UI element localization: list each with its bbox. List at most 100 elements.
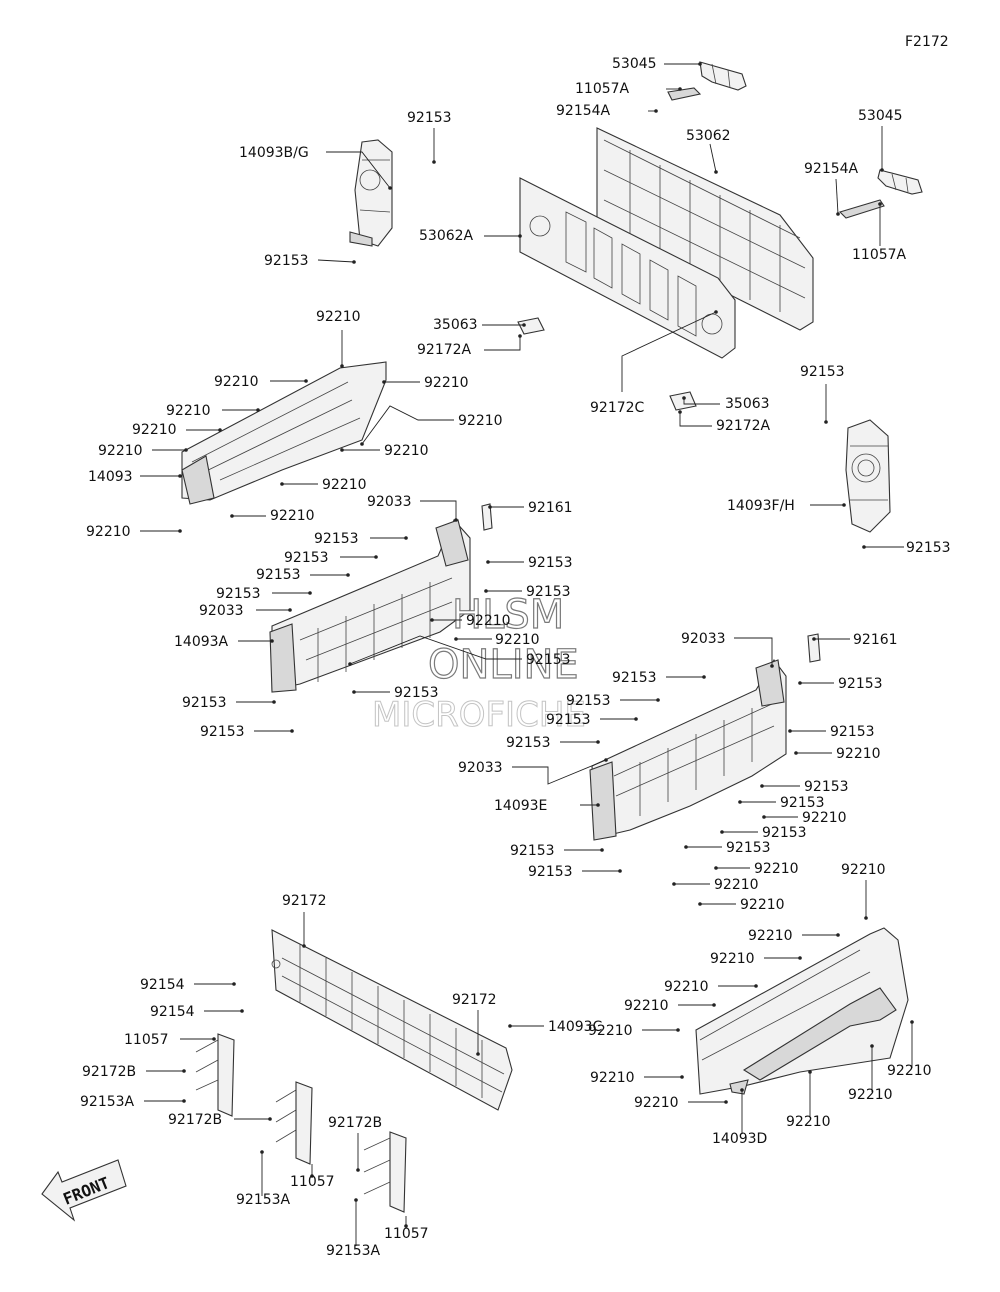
callout-14093[interactable]: 14093 [88, 469, 182, 485]
callout-92210[interactable]: 92210 [841, 862, 886, 920]
part-14093FH-cover[interactable] [845, 419, 891, 533]
callout-92153[interactable]: 92153 [484, 584, 571, 600]
callout-92153[interactable]: 92153 [264, 253, 356, 269]
callout-92210[interactable]: 92210 [714, 861, 799, 877]
callout-92210[interactable]: 92210 [132, 422, 222, 438]
part-53045-top[interactable] [667, 61, 747, 101]
callout-92153[interactable]: 92153 [486, 555, 573, 571]
callout-11057[interactable]: 11057 [384, 1216, 429, 1242]
callout-92210[interactable]: 92210 [98, 443, 188, 459]
callout-92153[interactable]: 92153 [760, 779, 849, 795]
callout-92153[interactable]: 92153 [284, 550, 378, 566]
callout-92153[interactable]: 92153 [798, 676, 883, 692]
callout-92153a[interactable]: 92153A [326, 1198, 381, 1259]
part-11057-guard-2[interactable] [275, 1081, 313, 1165]
callout-92210[interactable]: 92210 [454, 632, 540, 648]
callout-92172a[interactable]: 92172A [678, 410, 771, 434]
callout-92154a[interactable]: 92154A [556, 103, 658, 119]
callout-92172b[interactable]: 92172B [82, 1064, 186, 1080]
callout-92153[interactable]: 92153 [352, 685, 439, 701]
callout-92210[interactable]: 92210 [280, 477, 367, 493]
callout-92210[interactable]: 92210 [588, 1023, 680, 1039]
callout-92153[interactable]: 92153 [800, 364, 845, 424]
callout-35063[interactable]: 35063 [682, 396, 770, 412]
callout-11057a[interactable]: 11057A [575, 81, 682, 97]
callout-92210[interactable]: 92210 [887, 1020, 932, 1079]
callout-92153[interactable]: 92153 [612, 670, 706, 686]
callout-92172[interactable]: 92172 [452, 992, 497, 1056]
callout-92153[interactable]: 92153 [788, 724, 875, 740]
callout-92210[interactable]: 92210 [166, 403, 260, 419]
callout-92153[interactable]: 92153 [510, 843, 604, 859]
callout-92172[interactable]: 92172 [282, 893, 327, 948]
callout-92153[interactable]: 92153 [200, 724, 294, 740]
part-14093A-bed-side[interactable] [269, 518, 471, 693]
callout-92172a[interactable]: 92172A [417, 334, 522, 358]
callout-92210[interactable]: 92210 [214, 374, 308, 390]
callout-53062[interactable]: 53062 [686, 128, 731, 174]
callout-92172b[interactable]: 92172B [168, 1112, 272, 1128]
callout-92153[interactable]: 92153 [528, 864, 622, 880]
callout-53045[interactable]: 53045 [612, 56, 702, 72]
callout-92153[interactable]: 92153 [546, 712, 638, 728]
callout-14093d[interactable]: 14093D [712, 1088, 767, 1147]
callout-92153[interactable]: 92153 [738, 795, 825, 811]
callout-92153[interactable]: 92153 [182, 695, 276, 711]
callout-92210[interactable]: 92210 [848, 1044, 893, 1103]
callout-92210[interactable]: 92210 [430, 613, 511, 629]
callout-92210[interactable]: 92210 [382, 375, 469, 391]
callout-14093e[interactable]: 14093E [494, 798, 600, 814]
part-14093E-bed-side[interactable] [589, 659, 787, 841]
callout-92153[interactable]: 92153 [407, 110, 452, 164]
callout-14093b-g[interactable]: 14093B/G [239, 145, 392, 190]
callout-92210[interactable]: 92210 [86, 524, 182, 540]
callout-92210[interactable]: 92210 [624, 998, 716, 1014]
callout-11057[interactable]: 11057 [124, 1032, 216, 1048]
part-53045-right[interactable] [838, 169, 923, 219]
callout-14093f-h[interactable]: 14093F/H [727, 498, 846, 514]
part-14093-front-guard[interactable] [181, 361, 387, 505]
callout-92172b[interactable]: 92172B [328, 1115, 382, 1172]
part-53062A-tailgate-panel[interactable] [519, 177, 736, 359]
part-92161-plug-upper[interactable] [481, 503, 493, 531]
callout-92033[interactable]: 92033 [199, 603, 292, 619]
callout-14093c[interactable]: 14093C [508, 1019, 603, 1035]
callout-92153[interactable]: 92153 [684, 840, 771, 856]
callout-92161[interactable]: 92161 [812, 632, 898, 648]
callout-35063[interactable]: 35063 [433, 317, 526, 333]
part-11057-guard-3[interactable] [363, 1131, 407, 1213]
part-92161-plug-lower[interactable] [807, 633, 821, 663]
callout-92210[interactable]: 92210 [230, 508, 315, 524]
callout-92210[interactable]: 92210 [634, 1095, 728, 1111]
callout-92153[interactable]: 92153 [216, 586, 312, 602]
part-35063-clip-lower[interactable] [669, 391, 697, 411]
callout-92153[interactable]: 92153 [348, 635, 571, 668]
part-11057-guard-1[interactable] [195, 1033, 235, 1117]
part-14093BG-cover[interactable] [349, 139, 393, 247]
callout-92210[interactable]: 92210 [762, 810, 847, 826]
callout-92153[interactable]: 92153 [256, 567, 350, 583]
callout-92172c[interactable]: 92172C [590, 310, 718, 416]
callout-92210[interactable]: 92210 [794, 746, 881, 762]
callout-92210[interactable]: 92210 [340, 443, 429, 459]
part-35063-clip-upper[interactable] [517, 317, 545, 335]
callout-92033[interactable]: 92033 [681, 631, 774, 668]
callout-92210[interactable]: 92210 [698, 897, 785, 913]
callout-92153a[interactable]: 92153A [80, 1094, 186, 1110]
callout-92210[interactable]: 92210 [786, 1070, 831, 1130]
callout-92154a[interactable]: 92154A [804, 161, 859, 216]
callout-92033[interactable]: 92033 [367, 494, 458, 522]
callout-92161[interactable]: 92161 [488, 500, 573, 516]
callout-92153[interactable]: 92153 [720, 825, 807, 841]
part-14093C-rear-grille[interactable] [271, 929, 513, 1111]
callout-92210[interactable]: 92210 [316, 309, 361, 368]
callout-92154[interactable]: 92154 [150, 1004, 244, 1020]
callout-92154[interactable]: 92154 [140, 977, 236, 993]
callout-14093a[interactable]: 14093A [174, 634, 274, 650]
callout-11057a[interactable]: 11057A [852, 202, 907, 263]
callout-92210[interactable]: 92210 [590, 1070, 684, 1086]
callout-53045[interactable]: 53045 [858, 108, 903, 172]
callout-92153[interactable]: 92153 [506, 735, 600, 751]
callout-92153a[interactable]: 92153A [236, 1150, 291, 1208]
callout-92210[interactable]: 92210 [710, 951, 802, 967]
